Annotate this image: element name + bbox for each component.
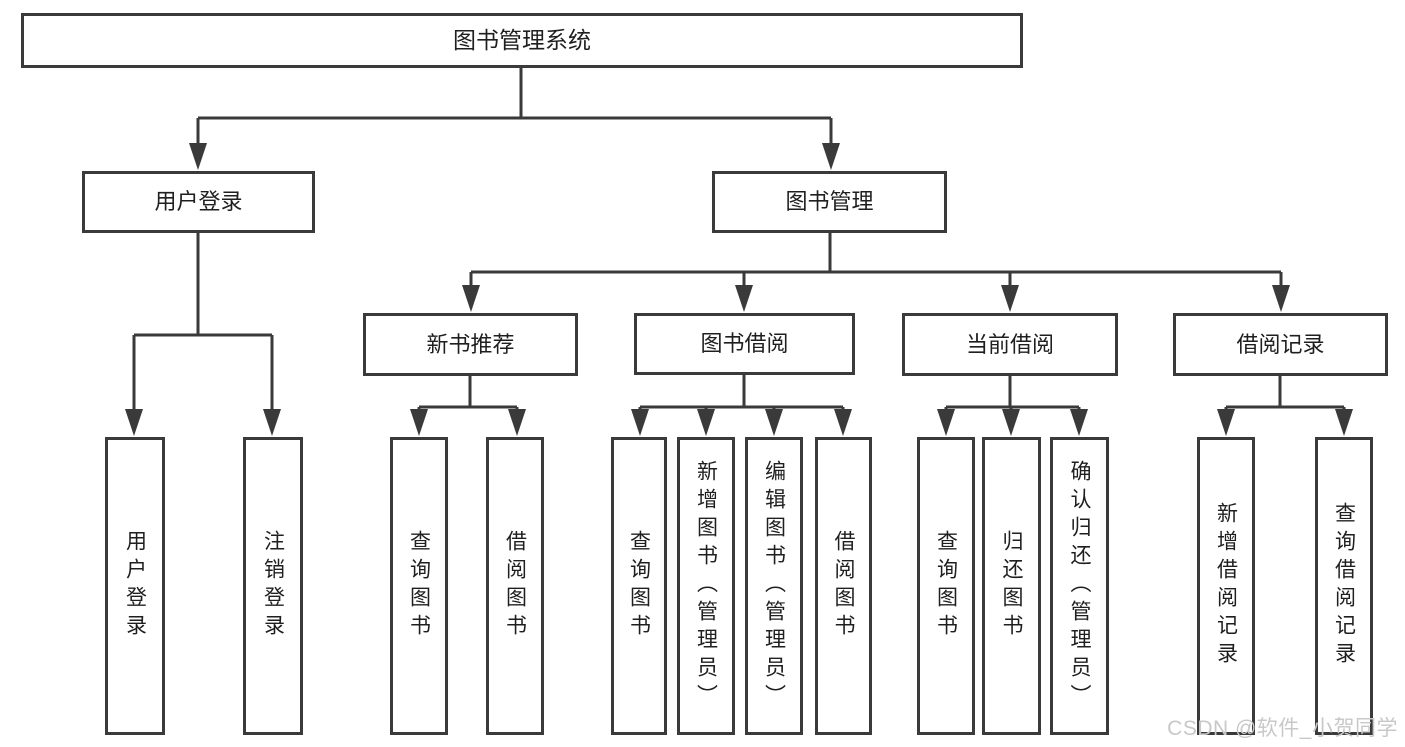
node-current-borrow: 当前借阅 (902, 313, 1118, 376)
node-leaf-logout: 注销登录 (243, 437, 303, 735)
edge-records-to-children (1224, 376, 1346, 414)
node-leaf-user-login: 用户登录 (105, 437, 165, 735)
edge-current-to-children (944, 376, 1081, 414)
edge-borrow-to-children (638, 375, 845, 414)
node-leaf-query-book-3: 查询图书 (917, 437, 975, 735)
edge-book-management-to-level3 (469, 233, 1283, 290)
node-leaf-add-borrow-record: 新增借阅记录 (1197, 437, 1255, 735)
node-book-borrow: 图书借阅 (634, 313, 855, 375)
node-leaf-edit-book-admin: 编辑图书（管理员） (745, 437, 803, 735)
edge-user-login-to-children (132, 233, 274, 412)
node-leaf-return-book: 归还图书 (982, 437, 1041, 735)
node-book-management: 图书管理 (712, 171, 947, 233)
csdn-watermark: CSDN @软件_小贺同学 (1167, 717, 1398, 740)
node-leaf-confirm-return-admin: 确认归还（管理员） (1050, 437, 1109, 735)
node-leaf-borrow-book-2: 借阅图书 (815, 437, 872, 735)
node-leaf-query-book-1: 查询图书 (390, 437, 448, 735)
node-borrow-records: 借阅记录 (1173, 313, 1388, 376)
node-leaf-query-borrow-record: 查询借阅记录 (1315, 437, 1373, 735)
node-leaf-add-book-admin: 新增图书（管理员） (677, 437, 735, 735)
edge-new-book-to-children (417, 376, 519, 414)
node-user-login: 用户登录 (82, 171, 315, 233)
node-leaf-query-book-2: 查询图书 (611, 437, 667, 735)
edge-root-to-level2 (196, 68, 833, 148)
node-library-system-root: 图书管理系统 (21, 13, 1023, 68)
node-new-book-recommend: 新书推荐 (363, 313, 578, 376)
node-leaf-borrow-book-1: 借阅图书 (486, 437, 544, 735)
